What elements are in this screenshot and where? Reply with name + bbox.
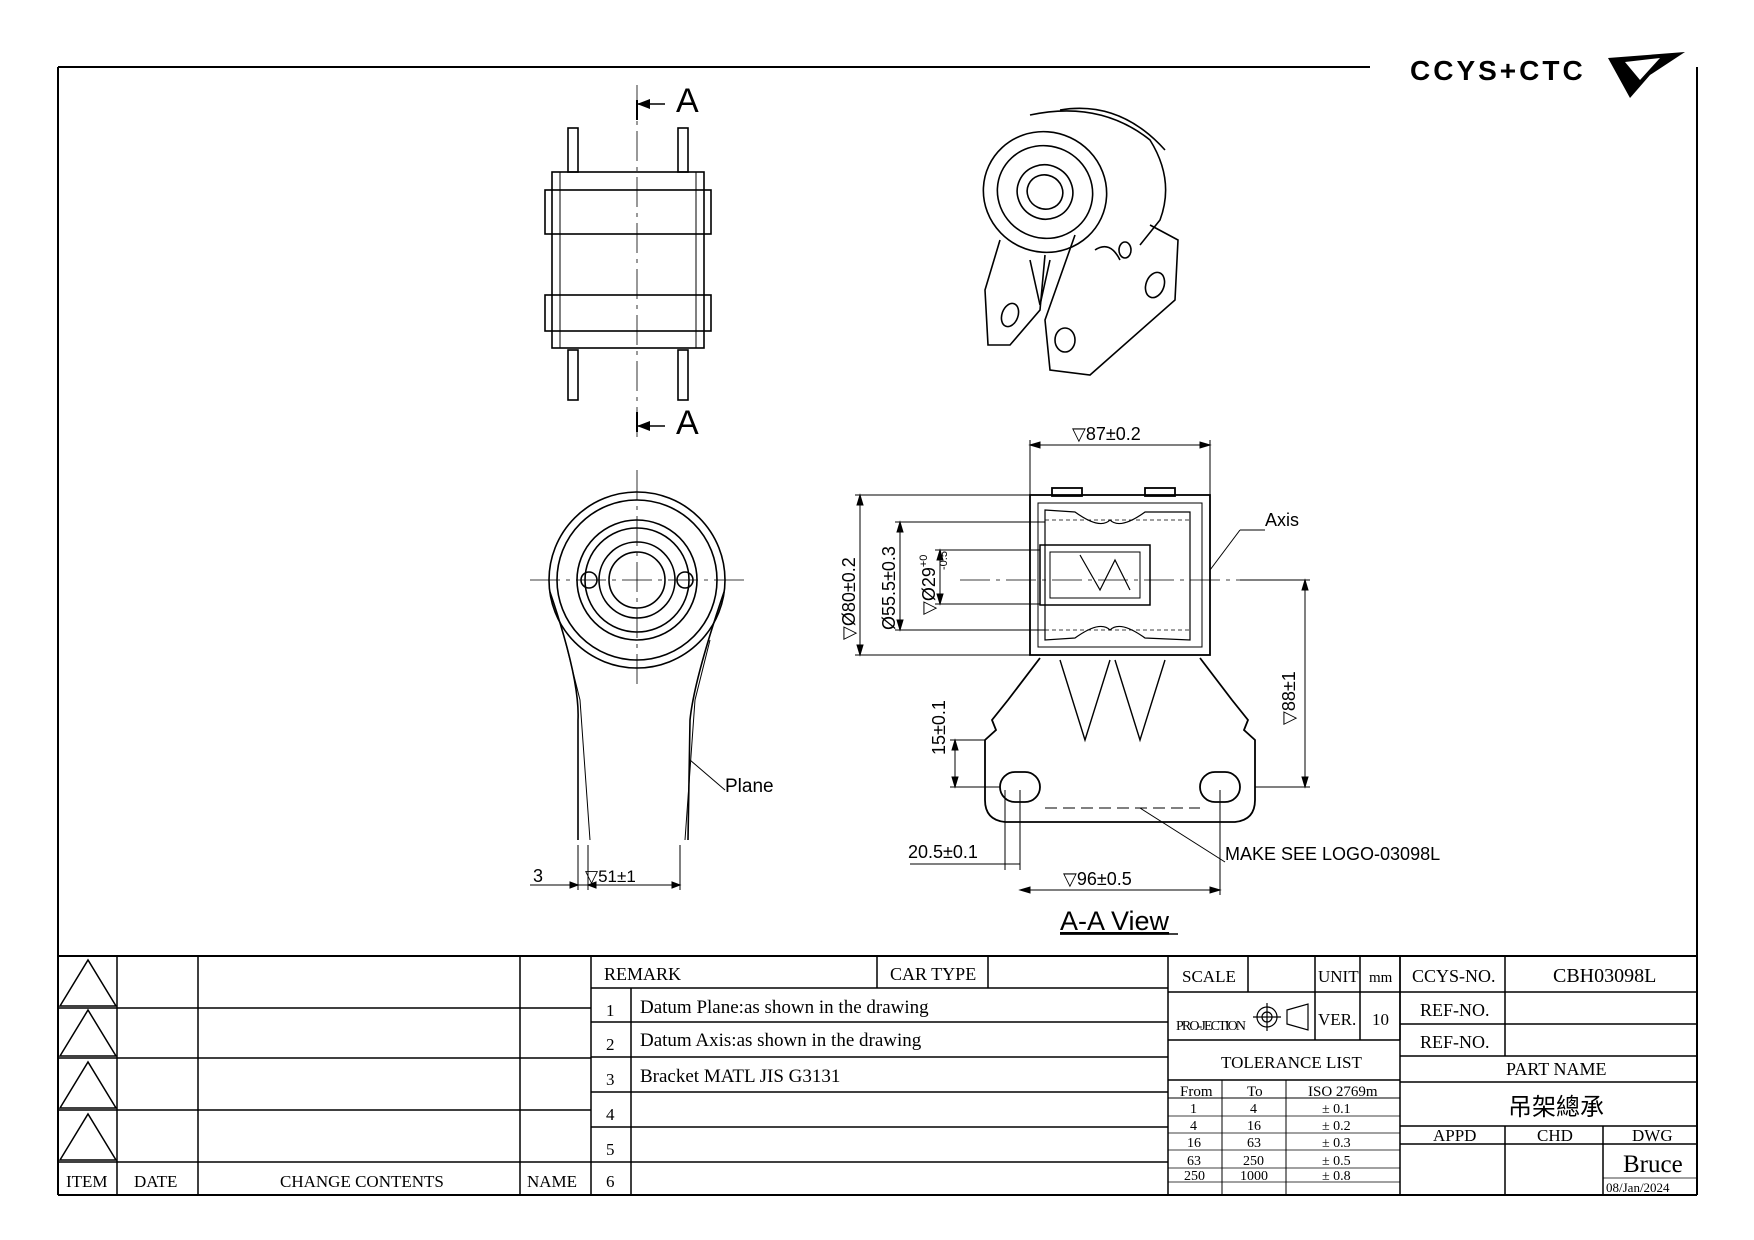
dim-width-51: ▽51±1 [585, 867, 636, 886]
section-marker-top: A [636, 82, 699, 120]
dim-dia-29-tol: -0.5 [938, 551, 950, 570]
tolerance-header: ISO 2769m [1308, 1084, 1378, 1100]
tolerance-cell: ± 0.5 [1322, 1154, 1351, 1169]
dwg-label: DWG [1632, 1126, 1673, 1145]
callout-axis: Axis [1265, 510, 1299, 530]
ref-no-label: REF-NO. [1420, 1032, 1490, 1052]
isometric-view [982, 107, 1179, 376]
tolerance-cell: 1 [1190, 1102, 1197, 1117]
remark-no: 1 [606, 1001, 615, 1020]
dim-offset-20: 20.5±0.1 [908, 842, 978, 862]
tolerance-cell: 16 [1247, 1119, 1261, 1134]
tolerance-cell: 16 [1187, 1136, 1201, 1151]
drawing-date: 08/Jan/2024 [1606, 1180, 1670, 1195]
appd-label: APPD [1433, 1126, 1476, 1145]
sheet-frame [57, 66, 1698, 1196]
top-view [544, 85, 712, 440]
remark-text: Datum Plane:as shown in the drawing [640, 997, 929, 1018]
logo-text: CCYS+CTC [1410, 55, 1586, 86]
unit-label: UNIT [1318, 967, 1359, 986]
remark-header: REMARK [604, 964, 681, 984]
remark-no: 2 [606, 1035, 615, 1054]
remark-text: Datum Axis:as shown in the drawing [640, 1030, 922, 1051]
rev-header-date: DATE [134, 1172, 177, 1191]
ccys-no-label: CCYS-NO. [1412, 966, 1496, 986]
part-name-value: 吊架總承 [1508, 1094, 1604, 1121]
dim-dia-29: ▽Ø29+0 [918, 555, 939, 615]
callout-plane: Plane [725, 776, 774, 797]
tolerance-cell: ± 0.3 [1322, 1136, 1351, 1151]
tolerance-cell: 63 [1247, 1136, 1261, 1151]
logo-emblem-icon [1608, 52, 1685, 98]
ccys-no-value: CBH03098L [1553, 965, 1656, 987]
section-label-bottom: A [676, 404, 699, 442]
car-type-label: CAR TYPE [890, 964, 976, 984]
tolerance-cell: 4 [1250, 1102, 1257, 1117]
ver-value: 10 [1372, 1010, 1389, 1029]
section-marker-bottom: A [636, 404, 699, 442]
projection-symbol-icon [1253, 1003, 1309, 1031]
scale-label: SCALE [1182, 967, 1236, 986]
unit-value: mm [1369, 970, 1393, 986]
dim-thickness-3: 3 [533, 866, 543, 886]
drawn-by: Bruce [1623, 1151, 1683, 1178]
view-title: A-A View [1060, 906, 1170, 936]
tolerance-cell: 250 [1243, 1154, 1264, 1169]
dim-dia-80: ▽Ø80±0.2 [839, 557, 859, 640]
rev-header-name: NAME [527, 1172, 577, 1191]
ver-label: VER. [1318, 1010, 1356, 1029]
projection-label: PRO-JECTION [1176, 1019, 1246, 1034]
tolerance-cell: ± 0.2 [1322, 1119, 1351, 1134]
remark-no: 4 [606, 1105, 615, 1124]
dim-width-87: ▽87±0.2 [1072, 424, 1141, 444]
tolerance-cell: ± 0.8 [1322, 1169, 1351, 1184]
dim-height-15: 15±0.1 [929, 700, 949, 755]
rev-header-item: ITEM [66, 1172, 108, 1191]
side-view [530, 470, 745, 841]
rev-header-change: CHANGE CONTENTS [280, 1172, 444, 1191]
dim-dia-55: Ø55.5±0.3 [879, 546, 899, 630]
dim-height-88: ▽88±1 [1279, 671, 1299, 725]
tolerance-header: From [1180, 1084, 1213, 1100]
remark-no: 5 [606, 1140, 615, 1159]
dim-span-96: ▽96±0.5 [1063, 869, 1132, 889]
title-block: ITEM DATE CHANGE CONTENTS NAME REMARK CA… [58, 956, 1697, 1195]
remark-text: Bracket MATL JIS G3131 [640, 1066, 840, 1087]
tolerance-cell: 250 [1184, 1169, 1205, 1184]
part-name-label: PART NAME [1506, 1059, 1606, 1079]
callout-make-see: MAKE SEE LOGO-03098L [1225, 844, 1440, 864]
side-view-dims [530, 759, 726, 890]
tolerance-header: To [1247, 1084, 1263, 1100]
tolerance-cell: 63 [1187, 1154, 1201, 1169]
remark-no: 6 [606, 1172, 615, 1191]
tolerance-cell: 1000 [1240, 1169, 1268, 1184]
ref-no-label: REF-NO. [1420, 1000, 1490, 1020]
chd-label: CHD [1537, 1126, 1573, 1145]
tolerance-title: TOLERANCE LIST [1221, 1053, 1362, 1072]
remark-no: 3 [606, 1070, 615, 1089]
section-view [960, 487, 1256, 823]
tolerance-cell: ± 0.1 [1322, 1102, 1351, 1117]
logo-emblem-inner-icon [1625, 58, 1660, 80]
company-logo: CCYS+CTC [1410, 52, 1685, 98]
section-label-top: A [676, 82, 699, 120]
tolerance-cell: 4 [1190, 1119, 1197, 1134]
section-view-dims [855, 440, 1310, 895]
